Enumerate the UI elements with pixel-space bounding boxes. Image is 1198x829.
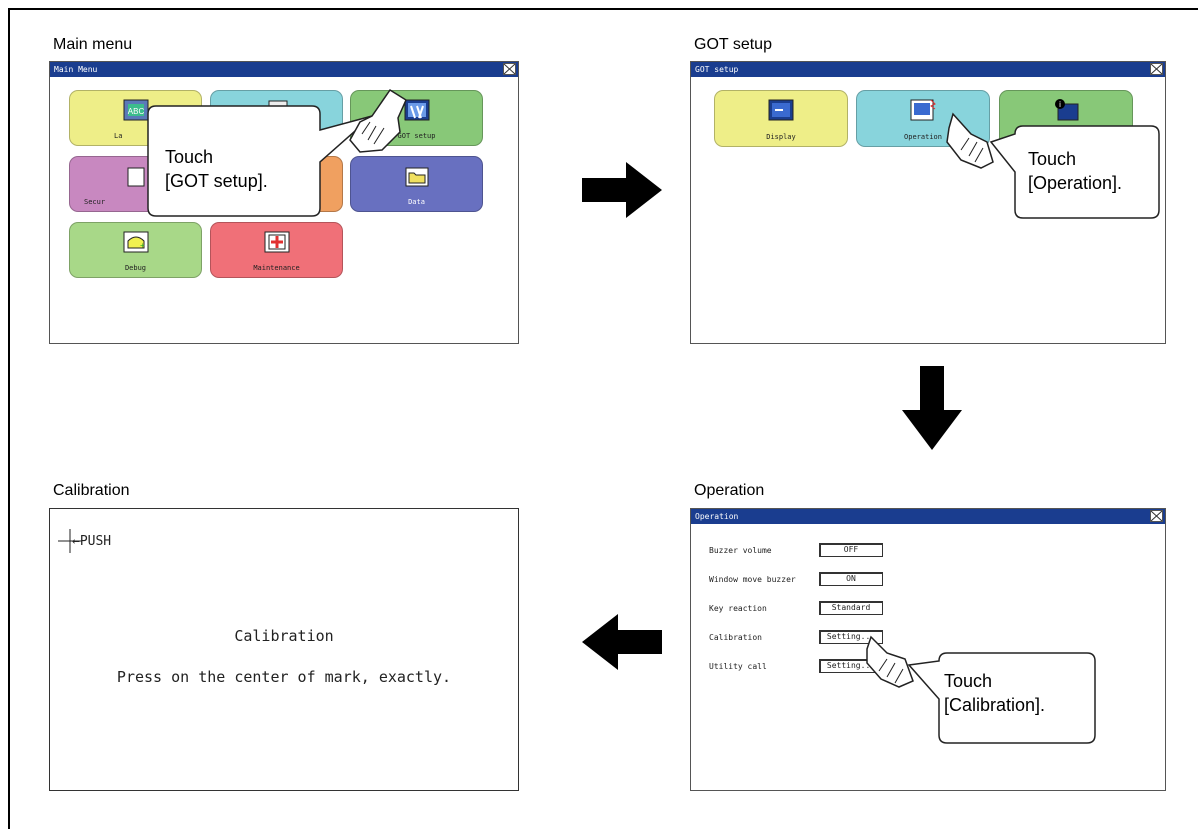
pointing-hand-icon (946, 112, 994, 169)
push-label: ←PUSH (72, 534, 112, 549)
tile-label: Secur (84, 198, 106, 206)
main-menu-screen: Main Menu ABC La GOT setup Secur Data + … (49, 61, 519, 344)
figure-frame (8, 8, 1198, 829)
tile-label: Display (766, 133, 796, 141)
callout-line-target: [Calibration]. (944, 695, 1046, 715)
svg-text:i: i (1059, 100, 1061, 109)
tile-label: La (114, 132, 123, 140)
main-menu-title: Main Menu (54, 65, 98, 74)
close-button[interactable] (503, 63, 516, 75)
main-menu-titlebar: Main Menu (50, 62, 518, 77)
tile-label: Debug (124, 264, 147, 272)
calibration-screen: ←PUSH Calibration Press on the center of… (49, 508, 519, 791)
pointing-hand-icon (866, 635, 914, 688)
operation-row-label: Calibration (709, 633, 762, 642)
information-icon: i (1055, 99, 1079, 121)
maintenance-icon (264, 231, 289, 253)
debug-icon: + (123, 231, 148, 253)
operation-row-label: Key reaction (709, 604, 767, 613)
callout-text: Touch [GOT setup]. (165, 145, 268, 193)
caption-got-setup: GOT setup (694, 36, 772, 53)
callout-line-target: [Operation]. (1028, 173, 1123, 193)
crosshair-mark-icon[interactable] (58, 529, 82, 553)
tile-data[interactable]: Data (350, 156, 483, 212)
operation-title: Operation (695, 512, 739, 521)
operation-titlebar: Operation (691, 509, 1165, 524)
caption-operation: Operation (694, 482, 765, 499)
key-reaction-button[interactable]: Standard (819, 601, 883, 615)
data-icon (405, 167, 428, 187)
window-move-buzzer-button[interactable]: ON (819, 572, 883, 586)
close-icon (1150, 63, 1163, 75)
arrow-right-icon (582, 162, 662, 218)
pointing-hand-icon (349, 88, 407, 153)
tile-label: Maintenance (253, 264, 300, 272)
caption-calibration: Calibration (53, 482, 130, 499)
close-button[interactable] (1150, 510, 1163, 522)
security-icon (127, 167, 144, 187)
tile-display[interactable]: Display (714, 90, 848, 147)
callout-line-target: [GOT setup]. (165, 171, 268, 191)
operation-screen: Operation Buzzer volume OFF Window move … (690, 508, 1166, 791)
language-icon: ABC (123, 99, 148, 121)
got-setup-icon (404, 99, 429, 121)
got-setup-screen: GOT setup Display Operation i Touch [Ope… (690, 61, 1166, 344)
callout-line-touch: Touch (944, 671, 993, 691)
callout-bubble (147, 88, 407, 217)
arrow-left-icon (582, 614, 662, 670)
tile-label: Operation (904, 133, 942, 141)
calibration-heading: Calibration (234, 627, 334, 645)
tile-debug[interactable]: + Debug (69, 222, 202, 278)
callout-bubble (866, 635, 1096, 744)
callout-line-touch: Touch (1028, 149, 1077, 169)
svg-text:ABC: ABC (127, 107, 144, 116)
got-setup-title: GOT setup (695, 65, 739, 74)
svg-text:+: + (140, 241, 145, 250)
tile-maintenance[interactable]: Maintenance (210, 222, 343, 278)
got-setup-titlebar: GOT setup (691, 62, 1165, 77)
calibration-setting-button[interactable]: Setting... (819, 630, 883, 644)
callout-bubble (946, 112, 1160, 219)
arrow-down-icon (902, 366, 962, 450)
callout-text: Touch [Operation]. (1028, 147, 1122, 195)
callout-line-touch: Touch (165, 147, 214, 167)
buzzer-volume-button[interactable]: OFF (819, 543, 883, 557)
calibration-instruction: Press on the center of mark, exactly. (116, 668, 452, 686)
tile-label: Data (408, 198, 425, 206)
display-icon (768, 99, 794, 121)
close-icon (1150, 510, 1163, 522)
operation-icon (910, 99, 936, 121)
caption-main-menu: Main menu (53, 36, 133, 53)
close-button[interactable] (1150, 63, 1163, 75)
operation-row-label: Utility call (709, 662, 767, 671)
operation-row-label: Window move buzzer (709, 575, 796, 584)
operation-row-label: Buzzer volume (709, 546, 772, 555)
tile-label: GOT setup (397, 132, 436, 140)
callout-text: Touch [Calibration]. (944, 669, 1045, 717)
close-icon (503, 63, 516, 75)
